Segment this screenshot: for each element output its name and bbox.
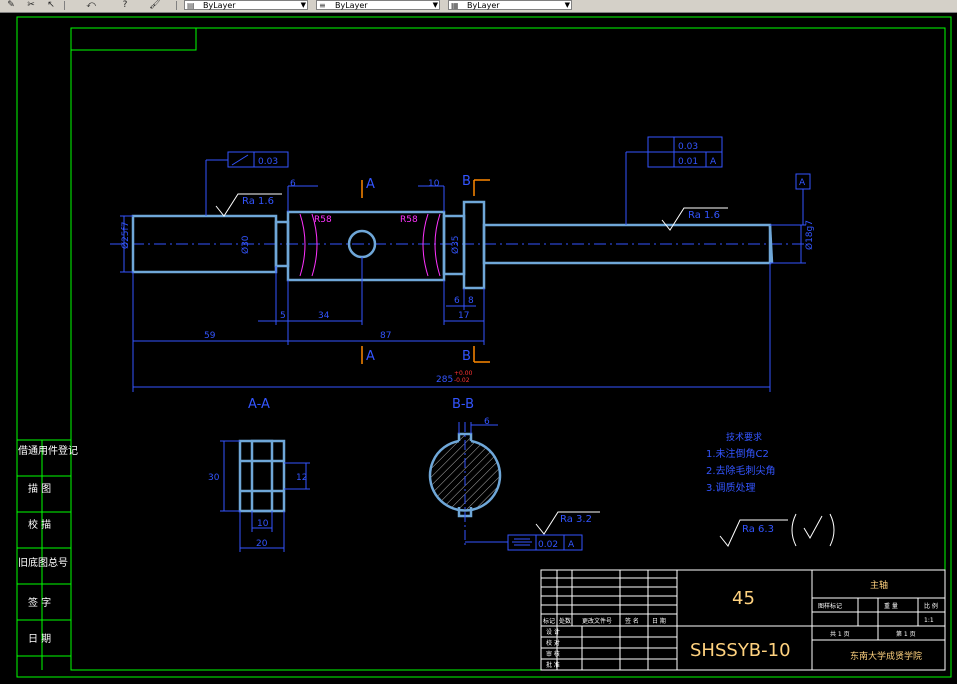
section-bb: 6 0.02 A	[428, 417, 583, 551]
side-label: 借通用件登记	[18, 444, 78, 457]
gdt-value: 0.03	[678, 142, 698, 152]
sign-row: 批 准	[546, 661, 560, 669]
scale-label: 比 例	[924, 602, 938, 610]
chevron-down-icon: ▼	[432, 1, 438, 9]
note-item: 3.调质处理	[706, 482, 756, 494]
gdt-value: 0.03	[258, 157, 278, 167]
weight-label: 重 量	[884, 602, 898, 610]
arrow-icon[interactable]: ↖	[47, 0, 55, 10]
rev-header: 更改文件号	[582, 617, 612, 625]
roughness-label: Ra 1.6	[242, 196, 274, 207]
sign-row: 审 核	[546, 650, 560, 658]
dim-text: Ø18g7	[804, 220, 815, 250]
shaft-view: R58 R58 A A B B	[110, 174, 815, 392]
gdt-value: 0.01	[678, 157, 698, 167]
chevron-down-icon: ▼	[564, 1, 570, 9]
lineweight-combo[interactable]: ▦ ByLayer ▼	[448, 0, 572, 10]
drawing-frame	[16, 16, 952, 678]
gdt-datum: A	[568, 540, 575, 550]
company: 东南大学成贤学院	[850, 650, 922, 662]
layer-combo[interactable]: ▤ ByLayer ▼	[184, 0, 308, 10]
scale-value: 1:1	[924, 617, 934, 624]
rev-header: 标记	[543, 617, 555, 625]
dim-text: 34	[318, 311, 330, 321]
gdt-left: 0.03	[205, 151, 289, 216]
sign-row: 设 计	[546, 628, 560, 636]
part-name: 主轴	[870, 579, 888, 591]
note-item: 1.未注倒角C2	[706, 447, 769, 460]
help-icon[interactable]: ?	[122, 0, 128, 10]
section-aa: 30 10 20 12	[208, 439, 310, 552]
dim-text: 12	[296, 473, 307, 483]
side-labels: 借通用件登记 描 图 校 描 旧底图总号 签 字 日 期	[18, 444, 78, 645]
technical-notes: 技术要求 1.未注倒角C2 2.去除毛刺尖角 3.调质处理	[706, 431, 776, 494]
drawing-canvas[interactable]: 借通用件登记 描 图 校 描 旧底图总号 签 字 日 期 R58 R58	[0, 12, 957, 684]
dim-text: Ø30	[240, 235, 251, 254]
dim-text: 20	[256, 539, 268, 549]
gdt-value: 0.02	[538, 540, 558, 550]
dim-text: 30	[208, 473, 220, 483]
roughness-label: Ra 1.6	[688, 210, 720, 221]
roughness-symbols	[215, 193, 835, 547]
cut-icon[interactable]: ✂	[27, 0, 35, 10]
layer-icon: ▤	[187, 1, 195, 10]
dimension-lines	[120, 185, 806, 392]
material: 45	[732, 588, 755, 609]
side-label: 校 描	[28, 518, 51, 531]
paint-icon[interactable]: 🖌	[149, 0, 161, 10]
rev-header: 处数	[559, 617, 571, 625]
tolerance-lower: -0.02	[454, 377, 470, 384]
sheet-total: 共 1 页	[830, 630, 850, 638]
view-title: A-A	[248, 397, 270, 412]
note-item: 2.去除毛刺尖角	[706, 464, 776, 477]
roughness-label: Ra 3.2	[560, 514, 592, 525]
dim-text: 5	[280, 311, 286, 321]
section-label: A	[366, 177, 375, 192]
dim-text: 8	[468, 296, 474, 306]
radius-label: R58	[314, 215, 332, 225]
dim-text: 6	[484, 417, 490, 427]
title-block	[540, 569, 946, 671]
dim-text: 87	[380, 331, 391, 341]
cad-toolbar: ✎ ✂ ↖ ⤺ ? 🖌 ▤ ByLayer ▼ ≡ ByLayer ▼ ▦ By…	[0, 0, 957, 13]
dim-text: 10	[428, 179, 440, 189]
dim-text: 17	[458, 311, 469, 321]
rev-header: 签 名	[625, 617, 639, 625]
linetype-combo[interactable]: ≡ ByLayer ▼	[316, 0, 440, 10]
section-marks	[361, 179, 490, 364]
section-label: A	[366, 349, 375, 364]
stage-label: 图样标记	[818, 602, 842, 610]
section-label: B	[462, 349, 471, 364]
gdt-datum: A	[710, 157, 717, 167]
dim-text: Ø35	[450, 235, 461, 254]
notes-title: 技术要求	[726, 431, 762, 443]
pencil-icon[interactable]: ✎	[7, 0, 15, 10]
dim-text: 285	[436, 375, 453, 385]
dim-text: 6	[454, 296, 460, 306]
rev-header: 日 期	[652, 617, 666, 625]
tolerance-upper: +0.00	[454, 370, 473, 377]
sign-row: 校 对	[546, 639, 560, 647]
dim-text: 10	[257, 519, 269, 529]
linetype-icon: ≡	[319, 1, 326, 10]
gdt-right: 0.03 0.01 A A	[625, 136, 811, 225]
dim-text: Ø25f7	[120, 222, 131, 249]
sheet-no: 第 1 页	[896, 630, 916, 638]
roughness-label: Ra 6.3	[742, 524, 774, 535]
side-label: 旧底图总号	[18, 556, 68, 569]
section-label: B	[462, 174, 471, 189]
side-label: 日 期	[28, 633, 51, 645]
view-title: B-B	[452, 397, 474, 412]
undo-icon[interactable]: ⤺	[86, 0, 96, 10]
dim-text: 59	[204, 331, 216, 341]
dim-text: 6	[290, 179, 296, 189]
drawing-number: SHSSYB-10	[690, 640, 791, 661]
radius-label: R58	[400, 215, 418, 225]
chevron-down-icon: ▼	[300, 1, 306, 9]
side-label: 描 图	[28, 482, 51, 495]
side-label: 签 字	[28, 596, 51, 609]
datum-label: A	[799, 178, 806, 188]
lineweight-icon: ▦	[451, 1, 459, 10]
